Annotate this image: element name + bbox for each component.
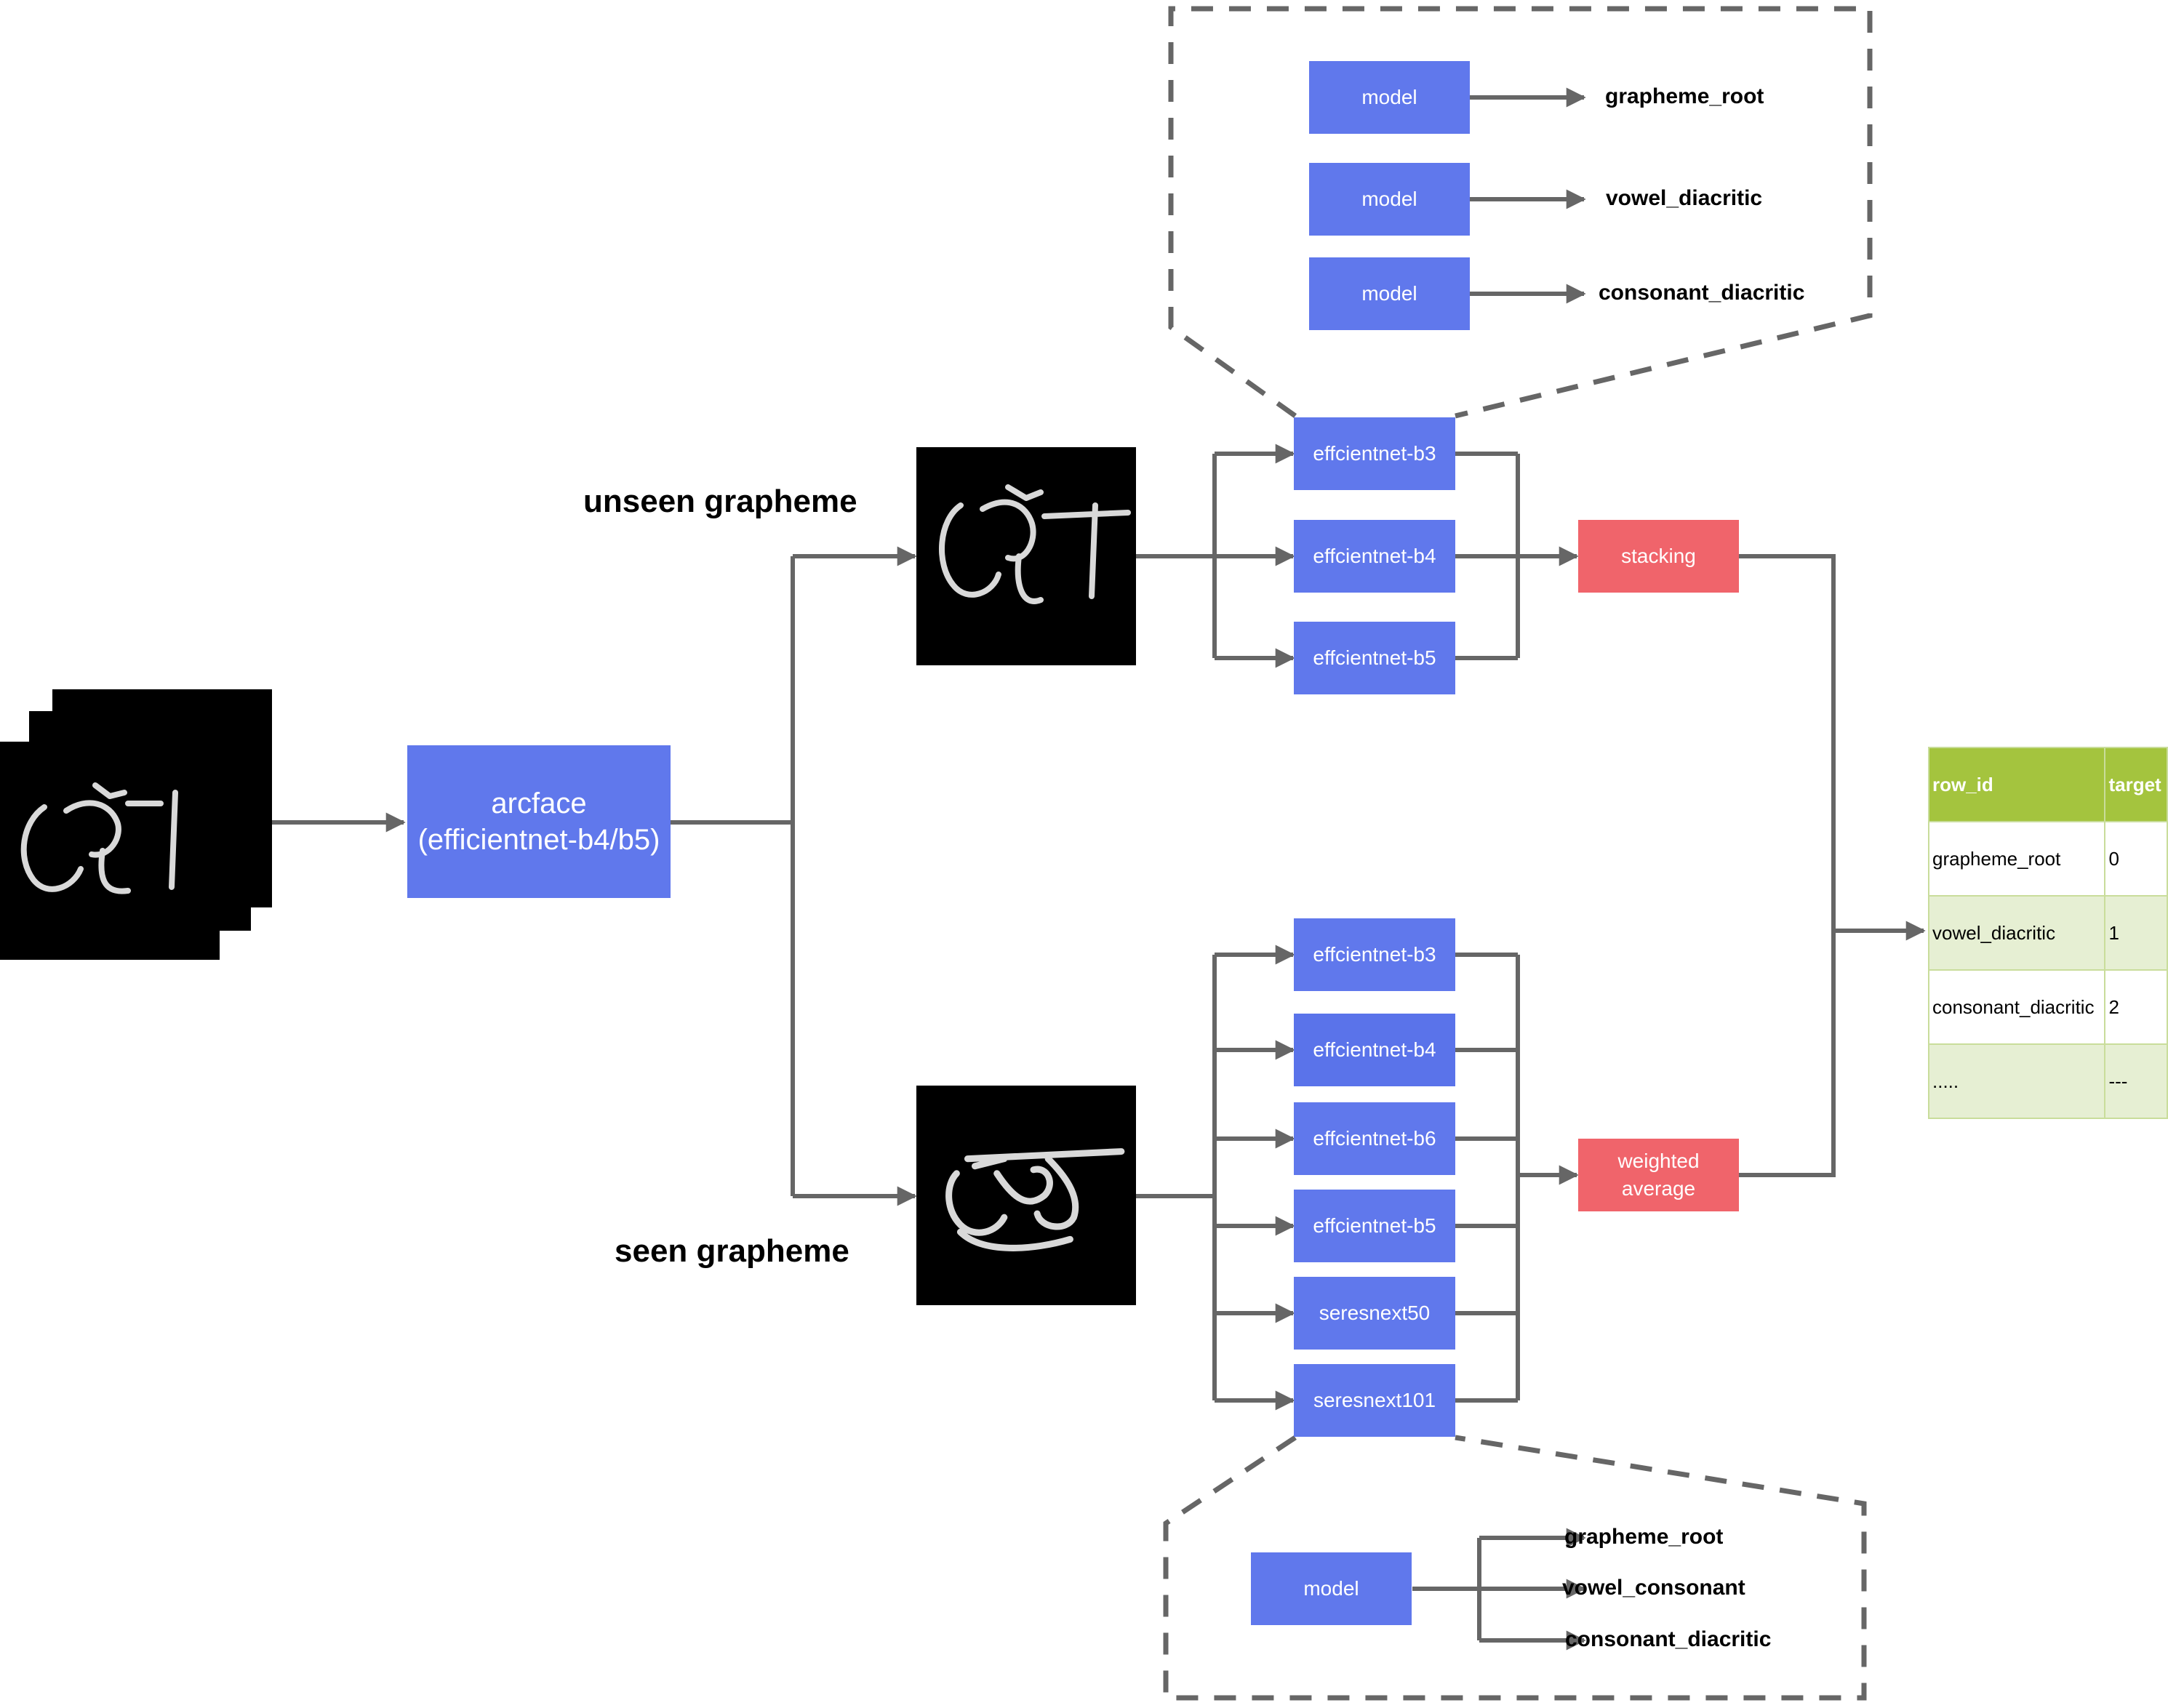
top-detail-model-1: model xyxy=(1309,61,1470,134)
unseen-grapheme-drawing xyxy=(939,484,1131,604)
top-output-vowel-diacritic: vowel_diacritic xyxy=(1606,186,1763,210)
seen-grapheme-image xyxy=(916,1086,1136,1305)
table-cell-target: 1 xyxy=(2104,895,2168,971)
table-header-row-id: row_id xyxy=(1927,747,2106,822)
table-cell-row-id: vowel_diacritic xyxy=(1927,895,2106,971)
bottom-output-grapheme-root: grapheme_root xyxy=(1564,1525,1724,1549)
unseen-fanout-line xyxy=(1136,454,1217,658)
table-cell-target: 0 xyxy=(2104,821,2168,897)
bottom-detail-model: model xyxy=(1251,1552,1412,1625)
seen-fanout-line xyxy=(1136,955,1217,1400)
seen-model-b4: effcientnet-b4 xyxy=(1294,1014,1455,1086)
seen-model-seresnext101: seresnext101 xyxy=(1294,1364,1455,1437)
table-header-target: target xyxy=(2104,747,2168,822)
top-output-grapheme-root: grapheme_root xyxy=(1605,84,1764,108)
seen-fanin-line xyxy=(1455,953,1520,1403)
result-table: row_id target grapheme_root 0 vowel_diac… xyxy=(1927,747,2168,1119)
top-output-consonant-diacritic: consonant_diacritic xyxy=(1599,281,1805,305)
arcface-line2: (efficientnet-b4/b5) xyxy=(417,824,660,856)
top-detail-model-3: model xyxy=(1309,257,1470,330)
table-row: ..... --- xyxy=(1927,1043,2168,1119)
seen-model-b6: effcientnet-b6 xyxy=(1294,1102,1455,1175)
table-cell-row-id: ..... xyxy=(1927,1043,2106,1119)
table-cell-row-id: grapheme_root xyxy=(1927,821,2106,897)
weighted-line2: average xyxy=(1621,1177,1696,1200)
top-detail-model-2: model xyxy=(1309,163,1470,236)
seen-model-b3: effcientnet-b3 xyxy=(1294,918,1455,991)
seen-model-b5: effcientnet-b5 xyxy=(1294,1190,1455,1262)
bottom-detail-dashed-outline xyxy=(1163,1435,1867,1701)
unseen-grapheme-label: unseen grapheme xyxy=(583,484,857,519)
unseen-grapheme-image xyxy=(916,447,1136,665)
seen-grapheme-label: seen grapheme xyxy=(615,1233,849,1269)
arcface-line1: arcface xyxy=(491,787,587,819)
grapheme-stroke-drawing xyxy=(20,782,178,894)
seen-grapheme-drawing xyxy=(945,1148,1125,1251)
arcface-box: arcface (efficientnet-b4/b5) xyxy=(407,745,671,898)
bottom-output-consonant-diacritic: consonant_diacritic xyxy=(1565,1627,1772,1651)
input-image-front xyxy=(0,742,220,960)
bottom-output-vowel-consonant: vowel_consonant xyxy=(1562,1576,1745,1600)
arcface-split-line xyxy=(670,556,795,1196)
weighted-average-box: weighted average xyxy=(1578,1139,1739,1211)
merge-to-table-line xyxy=(1739,554,1924,1177)
table-cell-target: --- xyxy=(2104,1043,2168,1119)
table-cell-row-id: consonant_diacritic xyxy=(1927,969,2106,1045)
unseen-model-b4: effcientnet-b4 xyxy=(1294,520,1455,593)
table-header-row: row_id target xyxy=(1927,747,2168,822)
table-row: grapheme_root 0 xyxy=(1927,821,2168,897)
unseen-model-b5: effcientnet-b5 xyxy=(1294,622,1455,694)
table-cell-target: 2 xyxy=(2104,969,2168,1045)
unseen-fanin-line xyxy=(1455,452,1520,660)
weighted-line1: weighted xyxy=(1617,1150,1700,1172)
bottom-detail-fork xyxy=(1412,1538,1481,1640)
seen-model-seresnext50: seresnext50 xyxy=(1294,1277,1455,1350)
stacking-box: stacking xyxy=(1578,520,1739,593)
top-detail-dashed-outline xyxy=(1168,6,1873,419)
table-row: vowel_diacritic 1 xyxy=(1927,895,2168,971)
table-row: consonant_diacritic 2 xyxy=(1927,969,2168,1045)
unseen-model-b3: effcientnet-b3 xyxy=(1294,417,1455,490)
